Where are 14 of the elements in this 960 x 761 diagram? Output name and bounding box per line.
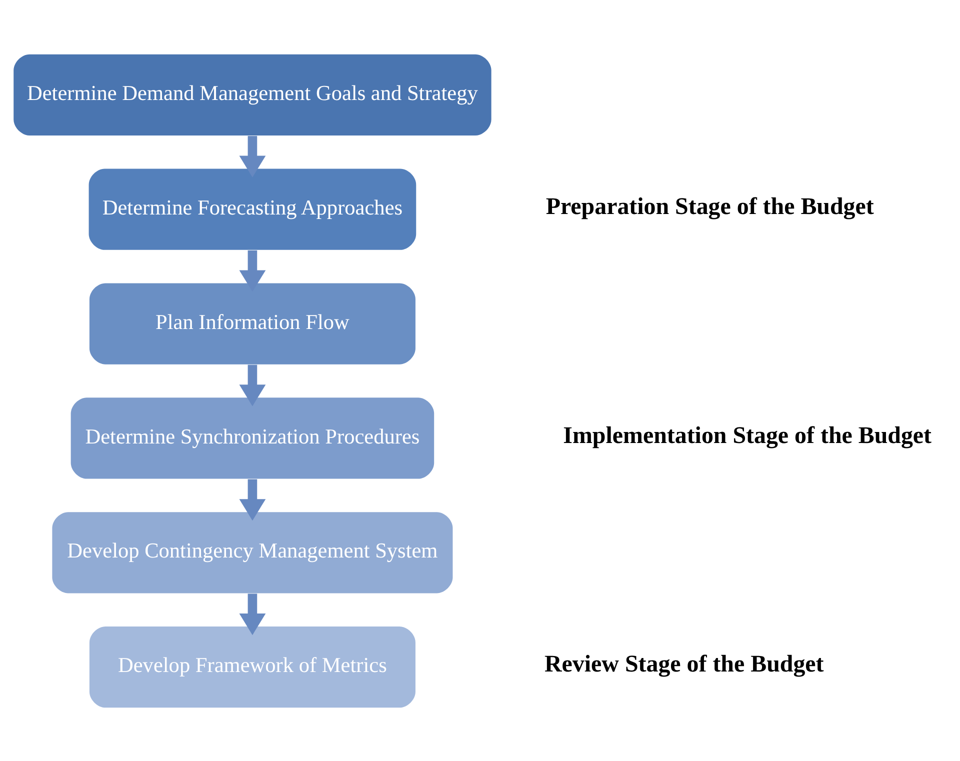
arrow xyxy=(239,478,266,520)
arrow xyxy=(239,364,266,406)
arrow xyxy=(239,250,266,292)
node-box: Determine Synchronization Procedures xyxy=(70,397,434,478)
node-box: Determine Demand Management Goals and Strategy xyxy=(14,54,492,135)
label: Implementation Stage of the Budget xyxy=(563,422,932,448)
node-box: Develop Contingency Management System xyxy=(52,512,453,593)
node-box: Determine Forecasting Approaches xyxy=(88,168,416,250)
label: Review Stage of the Budget xyxy=(544,651,824,678)
arrow xyxy=(239,593,266,635)
node-box: Plan Information Flow xyxy=(89,282,416,364)
node-box: Develop Framework of Metrics xyxy=(89,626,416,708)
label: Preparation Stage of the Budget xyxy=(546,193,874,220)
arrow xyxy=(239,135,266,177)
